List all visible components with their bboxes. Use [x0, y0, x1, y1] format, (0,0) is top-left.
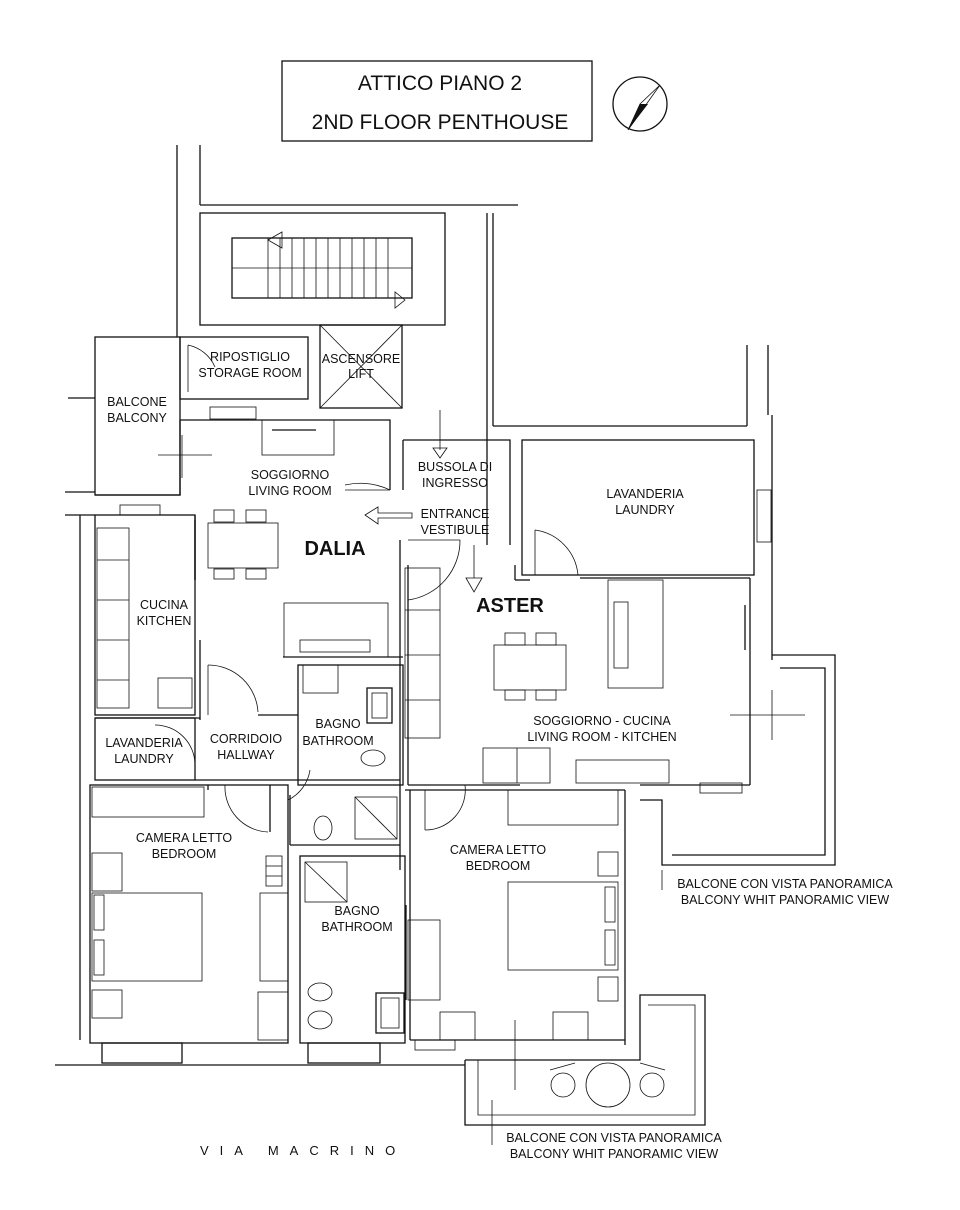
balcony-bottom-label-it: BALCONE CON VISTA PANORAMICA	[506, 1131, 722, 1145]
dalia-apartment-name: DALIA	[304, 538, 365, 560]
building-context	[55, 145, 769, 1066]
storage-room: RIPOSTIGLIO STORAGE ROOM	[179, 336, 309, 400]
dalia-bedroom-label-en: BEDROOM	[152, 847, 217, 861]
aster-bedroom-label-en: BEDROOM	[466, 859, 531, 873]
balcony-bottom-label-en: BALCONY WHIT PANORAMIC VIEW	[510, 1147, 719, 1161]
aster-living-kitchen: ASTER SOGGIORNO - CUCINA LIVING ROOM - K…	[404, 567, 746, 794]
entrance-label-it: ENTRANCE	[421, 507, 490, 521]
lift-shaft: ASCENSORE LIFT	[319, 324, 403, 409]
dalia-living-furniture: SOGGIORNO LIVING ROOM DALIA	[119, 406, 389, 658]
aster-laundry-label-en: LAUNDRY	[615, 503, 675, 517]
bath2-label-it: BAGNO	[334, 904, 379, 918]
dalia-hallway: CORRIDOIO HALLWAY	[210, 732, 311, 833]
storage-label-it: RIPOSTIGLIO	[210, 350, 290, 364]
lift-label-it: ASCENSORE	[322, 352, 401, 366]
kitchen-label-en: KITCHEN	[137, 614, 192, 628]
aster-living-label-en: LIVING ROOM - KITCHEN	[527, 730, 676, 744]
aster-laundry: LAVANDERIA LAUNDRY	[606, 487, 772, 543]
dalia-bathroom-2: BAGNO BATHROOM	[304, 861, 405, 1034]
kitchen-label-it: CUCINA	[140, 598, 189, 612]
dalia-kitchen: CUCINA KITCHEN	[96, 527, 259, 715]
bath1-label-it: BAGNO	[315, 717, 360, 731]
vestibule-label-it: BUSSOLA DI	[418, 460, 492, 474]
storage-label-en: STORAGE ROOM	[198, 366, 301, 380]
entrance-vestibule: BUSSOLA DI INGRESSO ENTRANCE VESTIBULE	[344, 410, 511, 601]
lift-label-en: LIFT	[348, 367, 374, 381]
balcony-left-label-en: BALCONY	[107, 411, 167, 425]
balcony-left-label-it: BALCONE	[107, 395, 167, 409]
hallway-label-it: CORRIDOIO	[210, 732, 283, 746]
dalia-laundry-label-it: LAVANDERIA	[105, 736, 183, 750]
bath2-label-en: BATHROOM	[321, 920, 392, 934]
aster-bedroom: CAMERA LETTO BEDROOM	[405, 789, 619, 1090]
hallway-label-en: HALLWAY	[217, 748, 275, 762]
dalia-living-label-en: LIVING ROOM	[248, 484, 331, 498]
dalia-bedroom-label-it: CAMERA LETTO	[136, 831, 233, 845]
aster-living-label-it: SOGGIORNO - CUCINA	[533, 714, 671, 728]
left-balcony: BALCONE BALCONY	[94, 336, 212, 496]
vestibule-label-en: INGRESSO	[422, 476, 488, 490]
dalia-bedroom: CAMERA LETTO BEDROOM	[91, 786, 289, 1041]
entrance-label-en: VESTIBULE	[421, 523, 490, 537]
north-arrow-icon	[612, 76, 668, 132]
right-balcony: BALCONE CON VISTA PANORAMICA BALCONY WHI…	[640, 654, 893, 907]
aster-bedroom-label-it: CAMERA LETTO	[450, 843, 547, 857]
dalia-bathroom-1: BAGNO BATHROOM	[302, 664, 398, 841]
street-name: VIA MACRINO	[200, 1143, 406, 1158]
balcony-right-label-it: BALCONE CON VISTA PANORAMICA	[677, 877, 893, 891]
balcony-right-label-en: BALCONY WHIT PANORAMIC VIEW	[681, 893, 890, 907]
title-english: 2ND FLOOR PENTHOUSE	[312, 111, 569, 134]
dalia-laundry-label-en: LAUNDRY	[114, 752, 174, 766]
aster-apartment-name: ASTER	[476, 595, 544, 617]
dalia-laundry: LAVANDERIA LAUNDRY	[105, 724, 196, 766]
bath1-label-en: BATHROOM	[302, 734, 373, 748]
title-block: ATTICO PIANO 2 2ND FLOOR PENTHOUSE	[281, 60, 593, 142]
bottom-balcony: BALCONE CON VISTA PANORAMICA BALCONY WHI…	[464, 994, 722, 1161]
aster-walls	[405, 415, 773, 1045]
dalia-living-label-it: SOGGIORNO	[251, 468, 330, 482]
aster-laundry-label-it: LAVANDERIA	[606, 487, 684, 501]
dalia-walls	[89, 419, 406, 1064]
title-italian: ATTICO PIANO 2	[358, 72, 522, 95]
stairwell	[199, 212, 446, 326]
